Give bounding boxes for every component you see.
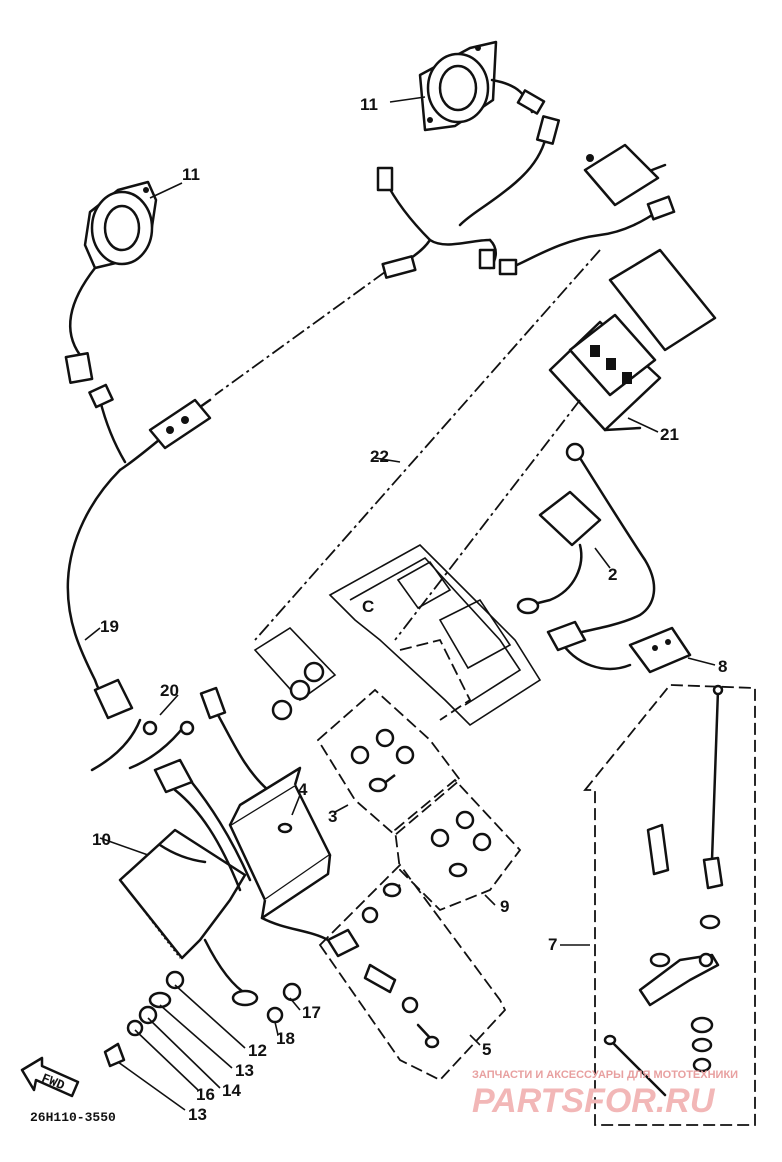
label-9: 9 xyxy=(500,897,509,916)
box-5 xyxy=(318,863,507,1082)
small-parts-stack xyxy=(103,970,302,1068)
watermark-line2: PARTSFOR.RU xyxy=(472,1082,716,1120)
box-9 xyxy=(394,778,522,912)
small-bracket xyxy=(583,143,667,207)
mount-bracket: C xyxy=(253,544,542,727)
label-21: 21 xyxy=(660,425,679,444)
part-4-module xyxy=(228,766,332,942)
leader-line-22 xyxy=(254,249,601,641)
label-13-upper: 13 xyxy=(235,1061,254,1080)
label-3: 3 xyxy=(328,807,337,826)
box-5-parts xyxy=(326,882,440,1049)
speaker-right xyxy=(418,40,561,227)
box-3-parts xyxy=(350,728,415,793)
label-17: 17 xyxy=(302,1003,321,1022)
label-7: 7 xyxy=(548,935,557,954)
watermark-line1: ЗАПЧАСТИ И АКСЕССУАРЫ ДЛЯ МОТОТЕХНИКИ xyxy=(472,1069,738,1081)
svg-text:C: C xyxy=(362,597,374,616)
label-16: 16 xyxy=(196,1085,215,1104)
label-13-lower: 13 xyxy=(188,1105,207,1124)
box-3 xyxy=(316,688,462,837)
upper-harness xyxy=(376,166,676,279)
box-9-parts xyxy=(430,810,492,878)
part-2-sensor xyxy=(516,442,656,637)
part-20-cable xyxy=(90,686,270,792)
drawing-code: 26H110-3550 xyxy=(30,1110,116,1125)
part-21-unit xyxy=(548,248,717,432)
box-7 xyxy=(583,684,756,1126)
fwd-arrow: FWD xyxy=(20,1056,80,1098)
label-5: 5 xyxy=(482,1040,491,1059)
label-11-left: 11 xyxy=(182,165,200,184)
harness-19 xyxy=(66,383,212,720)
label-2: 2 xyxy=(608,565,617,584)
leader-line-upper xyxy=(214,271,386,396)
label-19: 19 xyxy=(100,617,119,636)
part-8-connector xyxy=(546,620,692,674)
label-8: 8 xyxy=(718,657,727,676)
label-14: 14 xyxy=(222,1081,241,1100)
leader-lines xyxy=(84,96,716,1111)
box-7-parts xyxy=(603,684,724,1097)
label-4: 4 xyxy=(298,780,308,799)
label-12: 12 xyxy=(248,1041,267,1060)
label-22: 22 xyxy=(370,447,389,466)
label-20: 20 xyxy=(160,681,179,700)
speaker-left xyxy=(64,180,158,384)
part-10-unit xyxy=(118,758,259,1007)
label-11-right: 11 xyxy=(360,95,378,114)
label-10: 10 xyxy=(92,830,111,849)
leader-line-21 xyxy=(394,399,581,641)
connector-dash xyxy=(399,638,472,721)
label-18: 18 xyxy=(276,1029,295,1048)
